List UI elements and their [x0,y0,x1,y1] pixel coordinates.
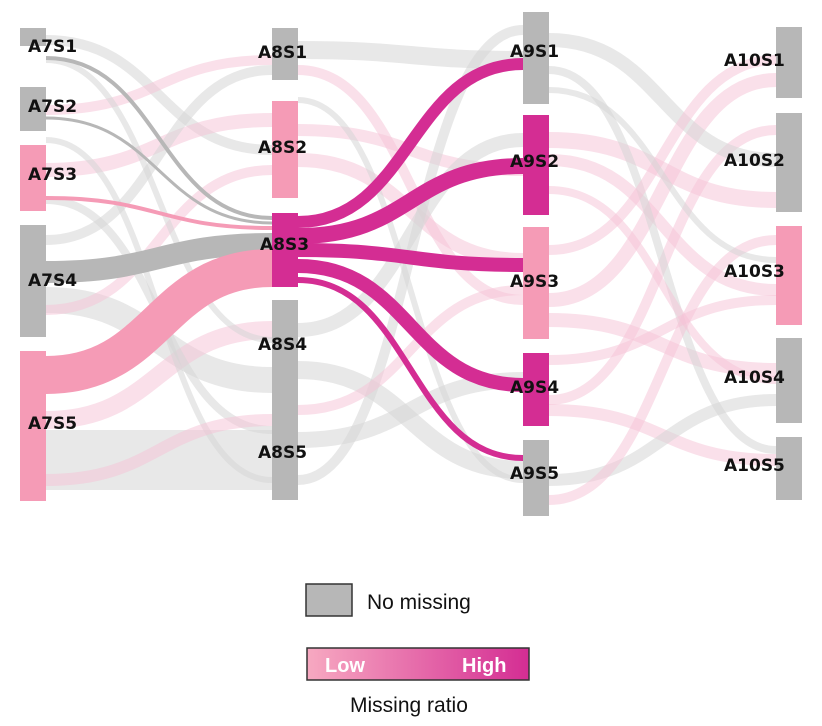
link-a7s2-a8s3[interactable] [45,116,273,225]
background-link [297,41,524,69]
node-label-a7s5: A7S5 [28,414,77,434]
gradient-low-label: Low [325,655,365,677]
node-label-a8s1: A8S1 [258,43,307,63]
node-a10s3[interactable] [776,226,802,325]
node-a8s3[interactable] [272,213,298,287]
node-a10s5[interactable] [776,437,802,500]
node-a9s2[interactable] [523,115,549,215]
node-a8s5[interactable] [272,408,298,500]
background-link [548,33,777,167]
link-a7s3-a8s3[interactable] [45,196,273,230]
node-a9s1[interactable] [523,12,549,104]
node-label-a8s3: A8S3 [260,235,309,255]
legend: No missing Low High Missing ratio [305,583,530,717]
missing-ratio-label: Missing ratio [350,694,468,717]
node-label-a7s2: A7S2 [28,97,77,117]
background-link [548,73,777,307]
node-label-a9s1: A9S1 [510,42,559,62]
link-a7s1-a8s3[interactable] [45,56,273,220]
node-label-a10s4: A10S4 [724,368,785,388]
background-link [548,55,777,255]
background-link [45,55,273,115]
node-label-a10s5: A10S5 [724,456,785,476]
node-label-a8s5: A8S5 [258,443,307,463]
node-a9s5[interactable] [523,440,549,516]
link-a8s3-a9s5[interactable] [297,277,524,461]
node-label-a10s2: A10S2 [724,151,785,171]
node-label-a10s3: A10S3 [724,262,785,282]
background-link [45,414,273,486]
background-link [548,66,777,454]
node-a7s2[interactable] [20,87,46,131]
node-a9s3[interactable] [523,227,549,339]
node-a7s4[interactable] [20,225,46,337]
highlighted-links [45,56,524,461]
node-label-a7s3: A7S3 [28,165,77,185]
node-a7s1[interactable] [20,28,46,46]
node-label-a8s4: A8S4 [258,335,307,355]
no-missing-swatch [305,583,353,617]
node-label-a8s2: A8S2 [258,138,307,158]
gradient-high-label: High [462,655,506,677]
background-link [45,165,273,315]
background-link [45,113,273,177]
node-a10s2[interactable] [776,113,802,212]
node-a8s4[interactable] [272,300,298,422]
background-link [548,154,777,296]
node-a10s4[interactable] [776,338,802,423]
link-a7s4-a8s3[interactable] [45,233,273,283]
node-a7s3[interactable] [20,145,46,211]
background-link [548,87,777,263]
node-a9s4[interactable] [523,353,549,426]
node-label-a7s1: A7S1 [28,37,77,57]
node-label-a10s1: A10S1 [724,51,785,71]
node-label-a9s3: A9S3 [510,272,559,292]
node-label-a9s2: A9S2 [510,152,559,172]
background-link [45,65,273,245]
background-link [548,394,777,486]
background-links [45,25,777,505]
background-link [45,57,273,343]
link-a8s3-a9s4[interactable] [297,259,524,392]
background-link [297,97,524,483]
node-label-a9s5: A9S5 [510,464,559,484]
background-link [45,321,273,429]
link-a8s3-a9s3[interactable] [297,243,524,272]
link-a8s3-a9s2[interactable] [297,158,524,244]
missing-ratio-gradient [306,647,530,681]
background-link [548,295,777,365]
node-a10s1[interactable] [776,27,802,98]
node-a8s1[interactable] [272,28,298,80]
node-a8s2[interactable] [272,101,298,198]
link-a7s5-a8s3[interactable] [45,249,273,394]
link-a8s3-a9s1[interactable] [297,58,524,228]
no-missing-label: No missing [367,591,471,614]
background-link [45,35,273,155]
node-label-a9s4: A9S4 [510,378,559,398]
node-a7s5[interactable] [20,351,46,501]
background-link [297,285,524,415]
node-label-a7s4: A7S4 [28,271,77,291]
background-link [297,65,524,305]
background-link [548,186,777,384]
